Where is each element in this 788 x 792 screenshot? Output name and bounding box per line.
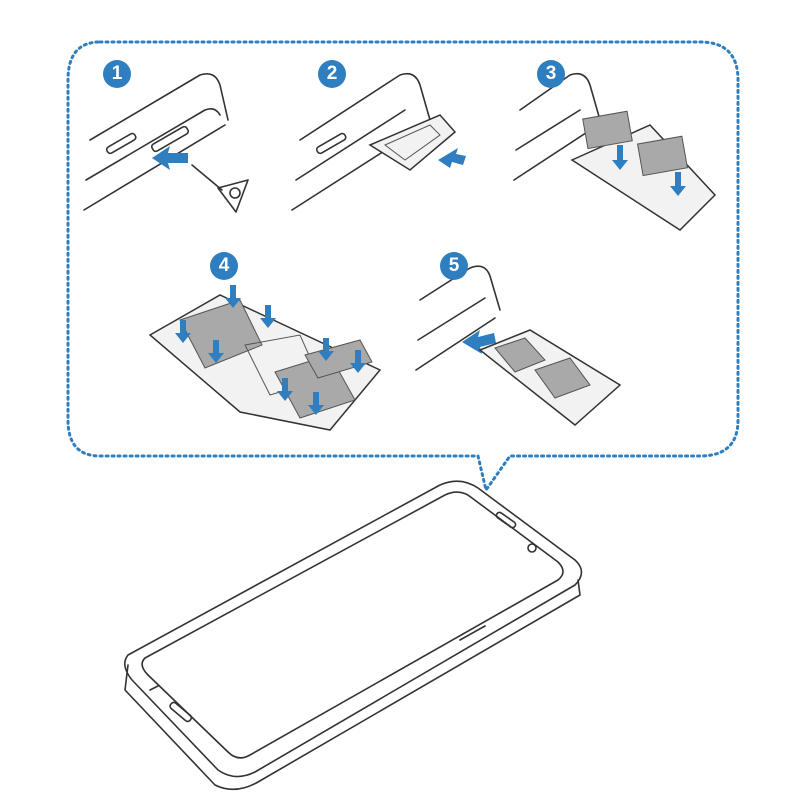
step-badge-4: 4 bbox=[210, 252, 238, 280]
step-badge-5: 5 bbox=[440, 252, 468, 280]
step-badge-1: 1 bbox=[103, 60, 131, 88]
step-3-illustration bbox=[513, 72, 717, 231]
step-1-illustration bbox=[83, 72, 249, 213]
callout-border bbox=[66, 40, 740, 494]
step-badge-2: 2 bbox=[318, 60, 346, 88]
phone-illustration bbox=[124, 480, 583, 791]
step-4-illustration bbox=[148, 285, 382, 431]
step-badge-3: 3 bbox=[537, 60, 565, 88]
step-2-illustration bbox=[291, 72, 466, 211]
step-5-illustration bbox=[415, 265, 622, 426]
